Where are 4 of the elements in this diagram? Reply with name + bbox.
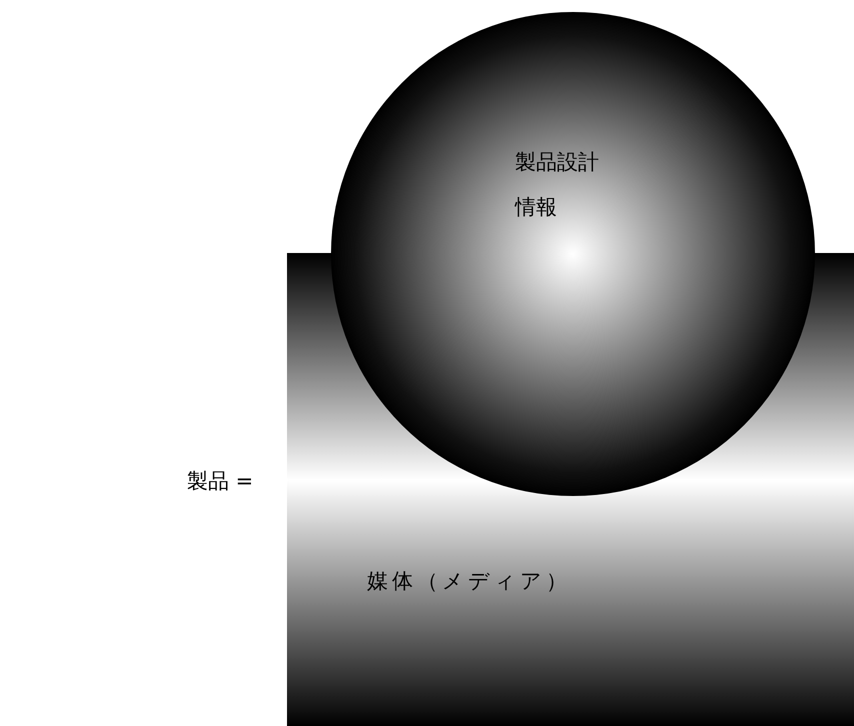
sphere [331, 12, 815, 496]
label: 製品 = [187, 468, 254, 495]
node-label: 媒体（メディア） [367, 568, 571, 595]
node-label: 製品設計情報 [515, 149, 600, 221]
